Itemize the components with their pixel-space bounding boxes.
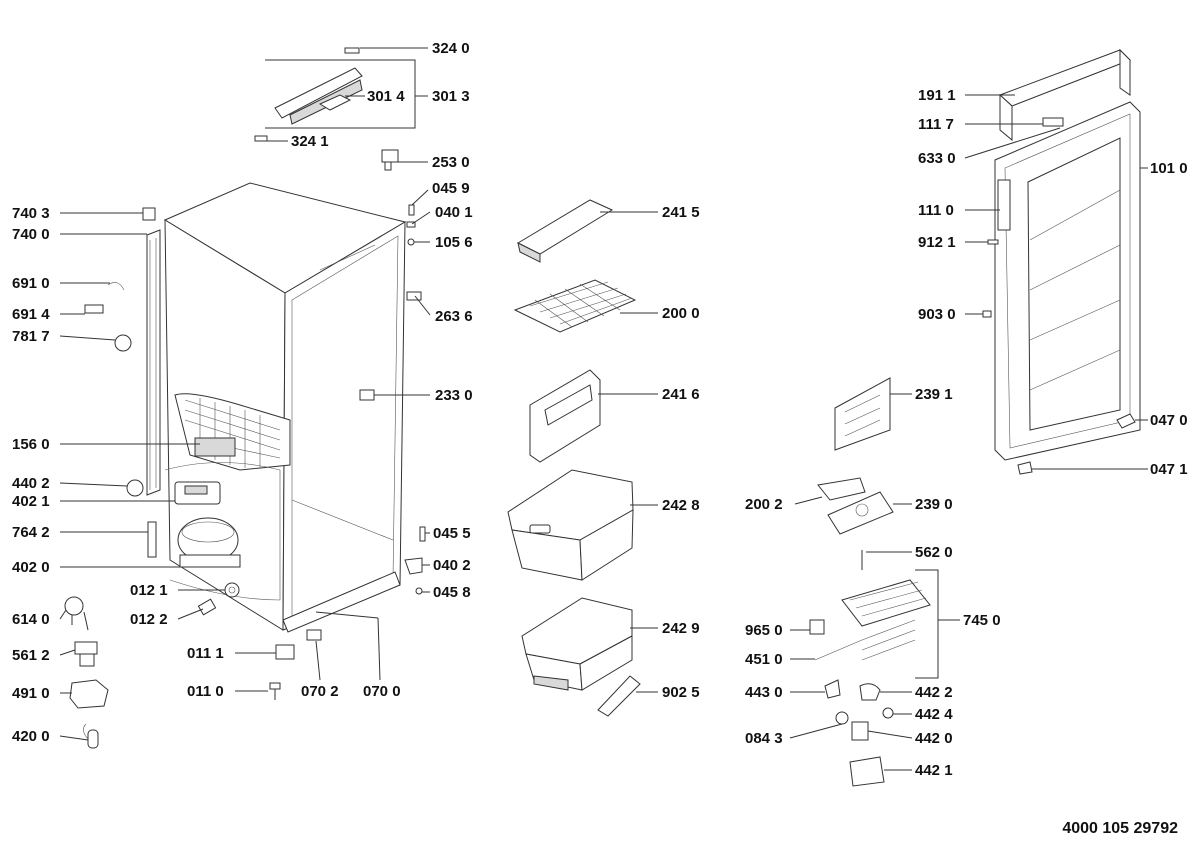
- document-number: 4000 105 29792: [1062, 820, 1178, 837]
- label-040-2: 040 2: [433, 557, 471, 574]
- label-047-1: 047 1: [1150, 461, 1188, 478]
- label-440-2: 440 2: [12, 475, 50, 492]
- label-101-0: 101 0: [1150, 160, 1188, 177]
- label-691-0: 691 0: [12, 275, 50, 292]
- label-740-3: 740 3: [12, 205, 50, 222]
- label-239-0: 239 0: [915, 496, 953, 513]
- label-442-1: 442 1: [915, 762, 953, 779]
- label-301-4: 301 4: [367, 88, 405, 105]
- evaporator-grid: [174, 393, 291, 471]
- label-691-4: 691 4: [12, 306, 50, 323]
- control-plate: [834, 377, 891, 451]
- label-111-7: 111 7: [918, 116, 954, 133]
- label-012-2: 012 2: [130, 611, 168, 628]
- label-442-0: 442 0: [915, 730, 953, 747]
- drawer-small: [521, 597, 633, 691]
- cabinet-hardware: [84, 149, 426, 700]
- leader-lines: [59, 47, 1148, 771]
- part-labels: 324 0 301 4 301 3 324 1 253 0 045 9 040 …: [12, 40, 1188, 779]
- label-233-0: 233 0: [435, 387, 473, 404]
- label-443-0: 443 0: [745, 684, 783, 701]
- label-614-0: 614 0: [12, 611, 50, 628]
- label-045-8: 045 8: [433, 584, 471, 601]
- compressor-detail: [164, 462, 281, 616]
- label-263-6: 263 6: [435, 308, 473, 325]
- label-242-8: 242 8: [662, 497, 700, 514]
- label-912-1: 912 1: [918, 234, 956, 251]
- label-402-0: 402 0: [12, 559, 50, 576]
- electric-components: [64, 596, 109, 749]
- label-402-1: 402 1: [12, 493, 50, 510]
- wire-shelf: [513, 279, 637, 333]
- label-242-9: 242 9: [662, 620, 700, 637]
- label-561-2: 561 2: [12, 647, 50, 664]
- drawer-large: [507, 469, 634, 581]
- label-105-6: 105 6: [435, 234, 473, 251]
- label-562-0: 562 0: [915, 544, 953, 561]
- door-assembly: [982, 48, 1141, 475]
- label-633-0: 633 0: [918, 150, 956, 167]
- label-965-0: 965 0: [745, 622, 783, 639]
- side-panel-strip: [146, 229, 161, 496]
- label-442-4: 442 4: [915, 706, 953, 723]
- label-781-7: 781 7: [12, 328, 50, 345]
- label-070-2: 070 2: [301, 683, 339, 700]
- label-011-0: 011 0: [187, 683, 224, 700]
- label-253-0: 253 0: [432, 154, 470, 171]
- label-156-0: 156 0: [12, 436, 50, 453]
- label-045-9: 045 9: [432, 180, 470, 197]
- label-200-0: 200 0: [662, 305, 700, 322]
- label-191-1: 191 1: [918, 87, 956, 104]
- label-301-3: 301 3: [432, 88, 470, 105]
- label-084-3: 084 3: [745, 730, 783, 747]
- door-shelf: [516, 199, 614, 263]
- drawer-front: [529, 369, 601, 463]
- trim-strip: [597, 675, 641, 717]
- control-housing: [817, 477, 894, 535]
- label-047-0: 047 0: [1150, 412, 1188, 429]
- label-442-2: 442 2: [915, 684, 953, 701]
- label-040-1: 040 1: [435, 204, 473, 221]
- label-420-0: 420 0: [12, 728, 50, 745]
- defrost-heater: [809, 550, 931, 787]
- label-903-0: 903 0: [918, 306, 956, 323]
- label-491-0: 491 0: [12, 685, 50, 702]
- label-011-1: 011 1: [187, 645, 224, 662]
- label-324-1: 324 1: [291, 133, 329, 150]
- label-239-1: 239 1: [915, 386, 953, 403]
- label-902-5: 902 5: [662, 684, 700, 701]
- label-451-0: 451 0: [745, 651, 783, 668]
- label-070-0: 070 0: [363, 683, 401, 700]
- label-045-5: 045 5: [433, 525, 471, 542]
- label-324-0: 324 0: [432, 40, 470, 57]
- label-740-0: 740 0: [12, 226, 50, 243]
- label-764-2: 764 2: [12, 524, 50, 541]
- label-241-5: 241 5: [662, 204, 700, 221]
- label-012-1: 012 1: [130, 582, 168, 599]
- label-111-0: 111 0: [918, 202, 954, 219]
- light-housing: [254, 47, 363, 142]
- label-745-0: 745 0: [963, 612, 1001, 629]
- label-200-2: 200 2: [745, 496, 783, 513]
- label-241-6: 241 6: [662, 386, 700, 403]
